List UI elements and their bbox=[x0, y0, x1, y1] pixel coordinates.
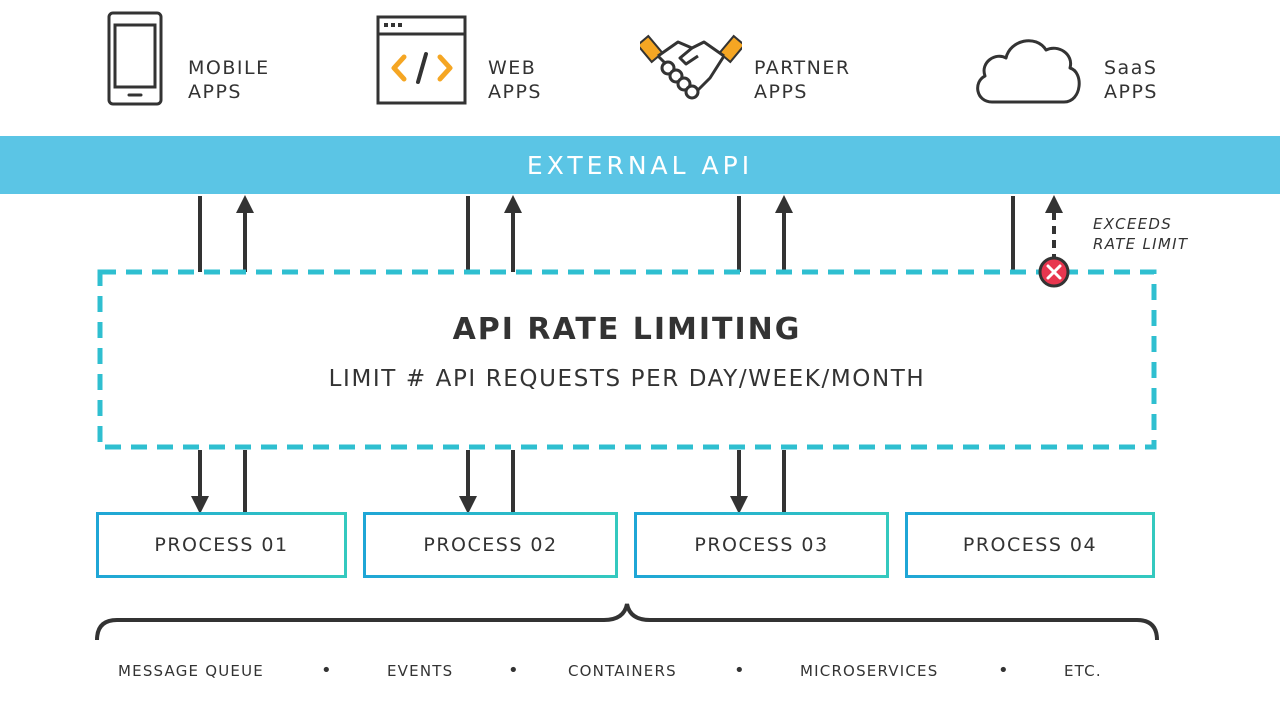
footer-item-message-queue: MESSAGE QUEUE bbox=[118, 662, 264, 680]
process-box-02: PROCESS 02 bbox=[363, 512, 618, 578]
footer-item-containers: CONTAINERS bbox=[568, 662, 677, 680]
client-label-saas: SaaS APPS bbox=[1104, 56, 1158, 104]
footer-separator: • bbox=[998, 660, 1009, 681]
grouping-brace bbox=[95, 603, 1159, 641]
web-code-window-icon bbox=[376, 15, 467, 105]
exceeds-note-line: EXCEEDS bbox=[1093, 215, 1173, 233]
process-label: PROCESS 02 bbox=[423, 534, 558, 556]
footer-separator: • bbox=[508, 660, 519, 681]
external-api-label: EXTERNAL API bbox=[526, 150, 754, 180]
rate-limiting-box bbox=[97, 269, 1157, 450]
client-label-line: APPS bbox=[488, 81, 542, 103]
client-label-line: SaaS bbox=[1104, 57, 1158, 79]
process-label: PROCESS 03 bbox=[694, 534, 829, 556]
exceeds-note-line: RATE LIMIT bbox=[1093, 235, 1189, 253]
process-box-03: PROCESS 03 bbox=[634, 512, 889, 578]
mobile-phone-icon bbox=[107, 11, 163, 106]
handshake-icon bbox=[640, 34, 742, 100]
process-box-04: PROCESS 04 bbox=[905, 512, 1155, 578]
blocked-x-icon bbox=[1038, 256, 1070, 288]
footer-separator: • bbox=[321, 660, 332, 681]
footer-item-microservices: MICROSERVICES bbox=[800, 662, 939, 680]
rate-limiting-subtitle: LIMIT # API REQUESTS PER DAY/WEEK/MONTH bbox=[328, 366, 926, 392]
footer-item-events: EVENTS bbox=[387, 662, 454, 680]
client-label-partner: PARTNER APPS bbox=[754, 56, 851, 104]
footer-separator: • bbox=[734, 660, 745, 681]
client-label-line: APPS bbox=[1104, 81, 1158, 103]
client-label-line: PARTNER bbox=[754, 57, 851, 79]
client-label-web: WEB APPS bbox=[488, 56, 542, 104]
process-label: PROCESS 04 bbox=[962, 534, 1098, 556]
process-box-01: PROCESS 01 bbox=[96, 512, 347, 578]
client-label-line: MOBILE bbox=[188, 57, 270, 79]
client-label-line: APPS bbox=[188, 81, 242, 103]
cloud-icon bbox=[976, 39, 1081, 104]
footer-item-etc: ETC. bbox=[1064, 662, 1102, 680]
rate-limiting-title: API RATE LIMITING bbox=[452, 312, 802, 347]
client-label-line: WEB bbox=[488, 57, 537, 79]
client-label-line: APPS bbox=[754, 81, 808, 103]
client-label-mobile: MOBILE APPS bbox=[188, 56, 270, 104]
external-api-bar: EXTERNAL API bbox=[0, 136, 1280, 194]
exceeds-rate-limit-note: EXCEEDS RATE LIMIT bbox=[1093, 214, 1188, 254]
process-label: PROCESS 01 bbox=[154, 534, 289, 556]
